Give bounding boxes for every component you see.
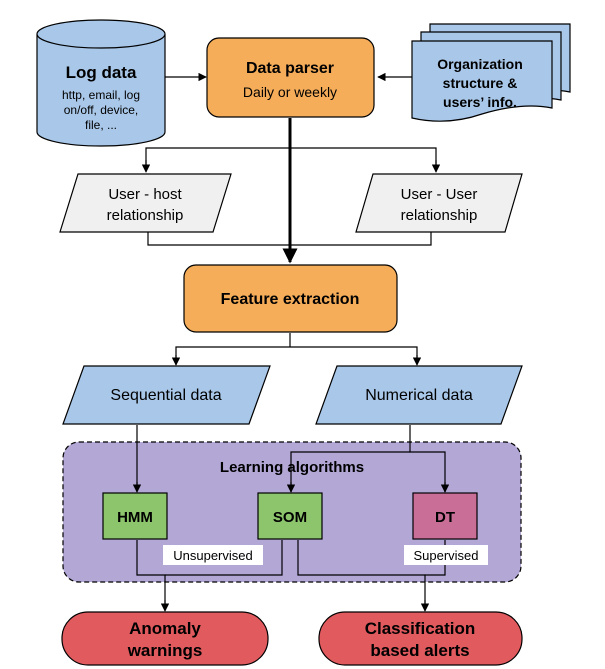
data-parser-subtitle: Daily or weekly xyxy=(243,84,337,100)
log-data-title: Log data xyxy=(66,63,137,82)
org-info-line-2: structure & xyxy=(443,75,518,91)
dt-box: DT xyxy=(412,492,478,540)
unsupervised-tag: Unsupervised xyxy=(163,545,263,565)
log-data-detail-3: file, ... xyxy=(85,118,117,132)
user-user-line-1: User - User xyxy=(401,186,478,203)
user-host-line-1: User - host xyxy=(108,186,182,203)
classification-line-1: Classification xyxy=(365,619,476,638)
user-host-relationship: User - host relationship xyxy=(59,173,232,233)
hmm-box: HMM xyxy=(102,492,168,540)
data-parser-box: Data parser Daily or weekly xyxy=(206,37,375,118)
supervised-tag: Supervised xyxy=(404,545,488,565)
user-host-line-2: relationship xyxy=(107,207,184,224)
unsupervised-label: Unsupervised xyxy=(173,548,253,563)
supervised-label: Supervised xyxy=(413,548,478,563)
som-box: SOM xyxy=(257,492,323,540)
sequential-data: Sequential data xyxy=(62,365,271,425)
org-info-line-3: users’ info. xyxy=(443,94,517,110)
som-label: SOM xyxy=(273,509,307,526)
classification-alerts-terminal: Classification based alerts xyxy=(318,611,523,666)
feature-extraction-box: Feature extraction xyxy=(183,264,398,333)
log-data-detail-2: on/off, device, xyxy=(64,103,139,117)
numerical-data-label: Numerical data xyxy=(365,387,473,404)
log-data-detail-1: http, email, log xyxy=(62,88,140,102)
dt-label: DT xyxy=(435,509,455,526)
org-info-documents: Organization structure & users’ info. xyxy=(411,23,571,122)
numerical-data: Numerical data xyxy=(315,365,523,425)
log-data-cylinder: Log data http, email, log on/off, device… xyxy=(36,19,166,147)
feature-extraction-title: Feature extraction xyxy=(221,291,360,308)
anomaly-line-2: warnings xyxy=(127,641,203,660)
sequential-data-label: Sequential data xyxy=(110,387,221,404)
hmm-label: HMM xyxy=(117,509,153,526)
classification-line-2: based alerts xyxy=(370,641,469,660)
data-parser-title: Data parser xyxy=(246,60,334,77)
org-info-line-1: Organization xyxy=(437,56,523,72)
anomaly-warnings-terminal: Anomaly warnings xyxy=(61,611,269,666)
user-user-relationship: User - User relationship xyxy=(355,173,523,233)
anomaly-line-1: Anomaly xyxy=(129,619,201,638)
learning-algorithms-title: Learning algorithms xyxy=(220,459,364,476)
user-user-line-2: relationship xyxy=(401,207,478,224)
